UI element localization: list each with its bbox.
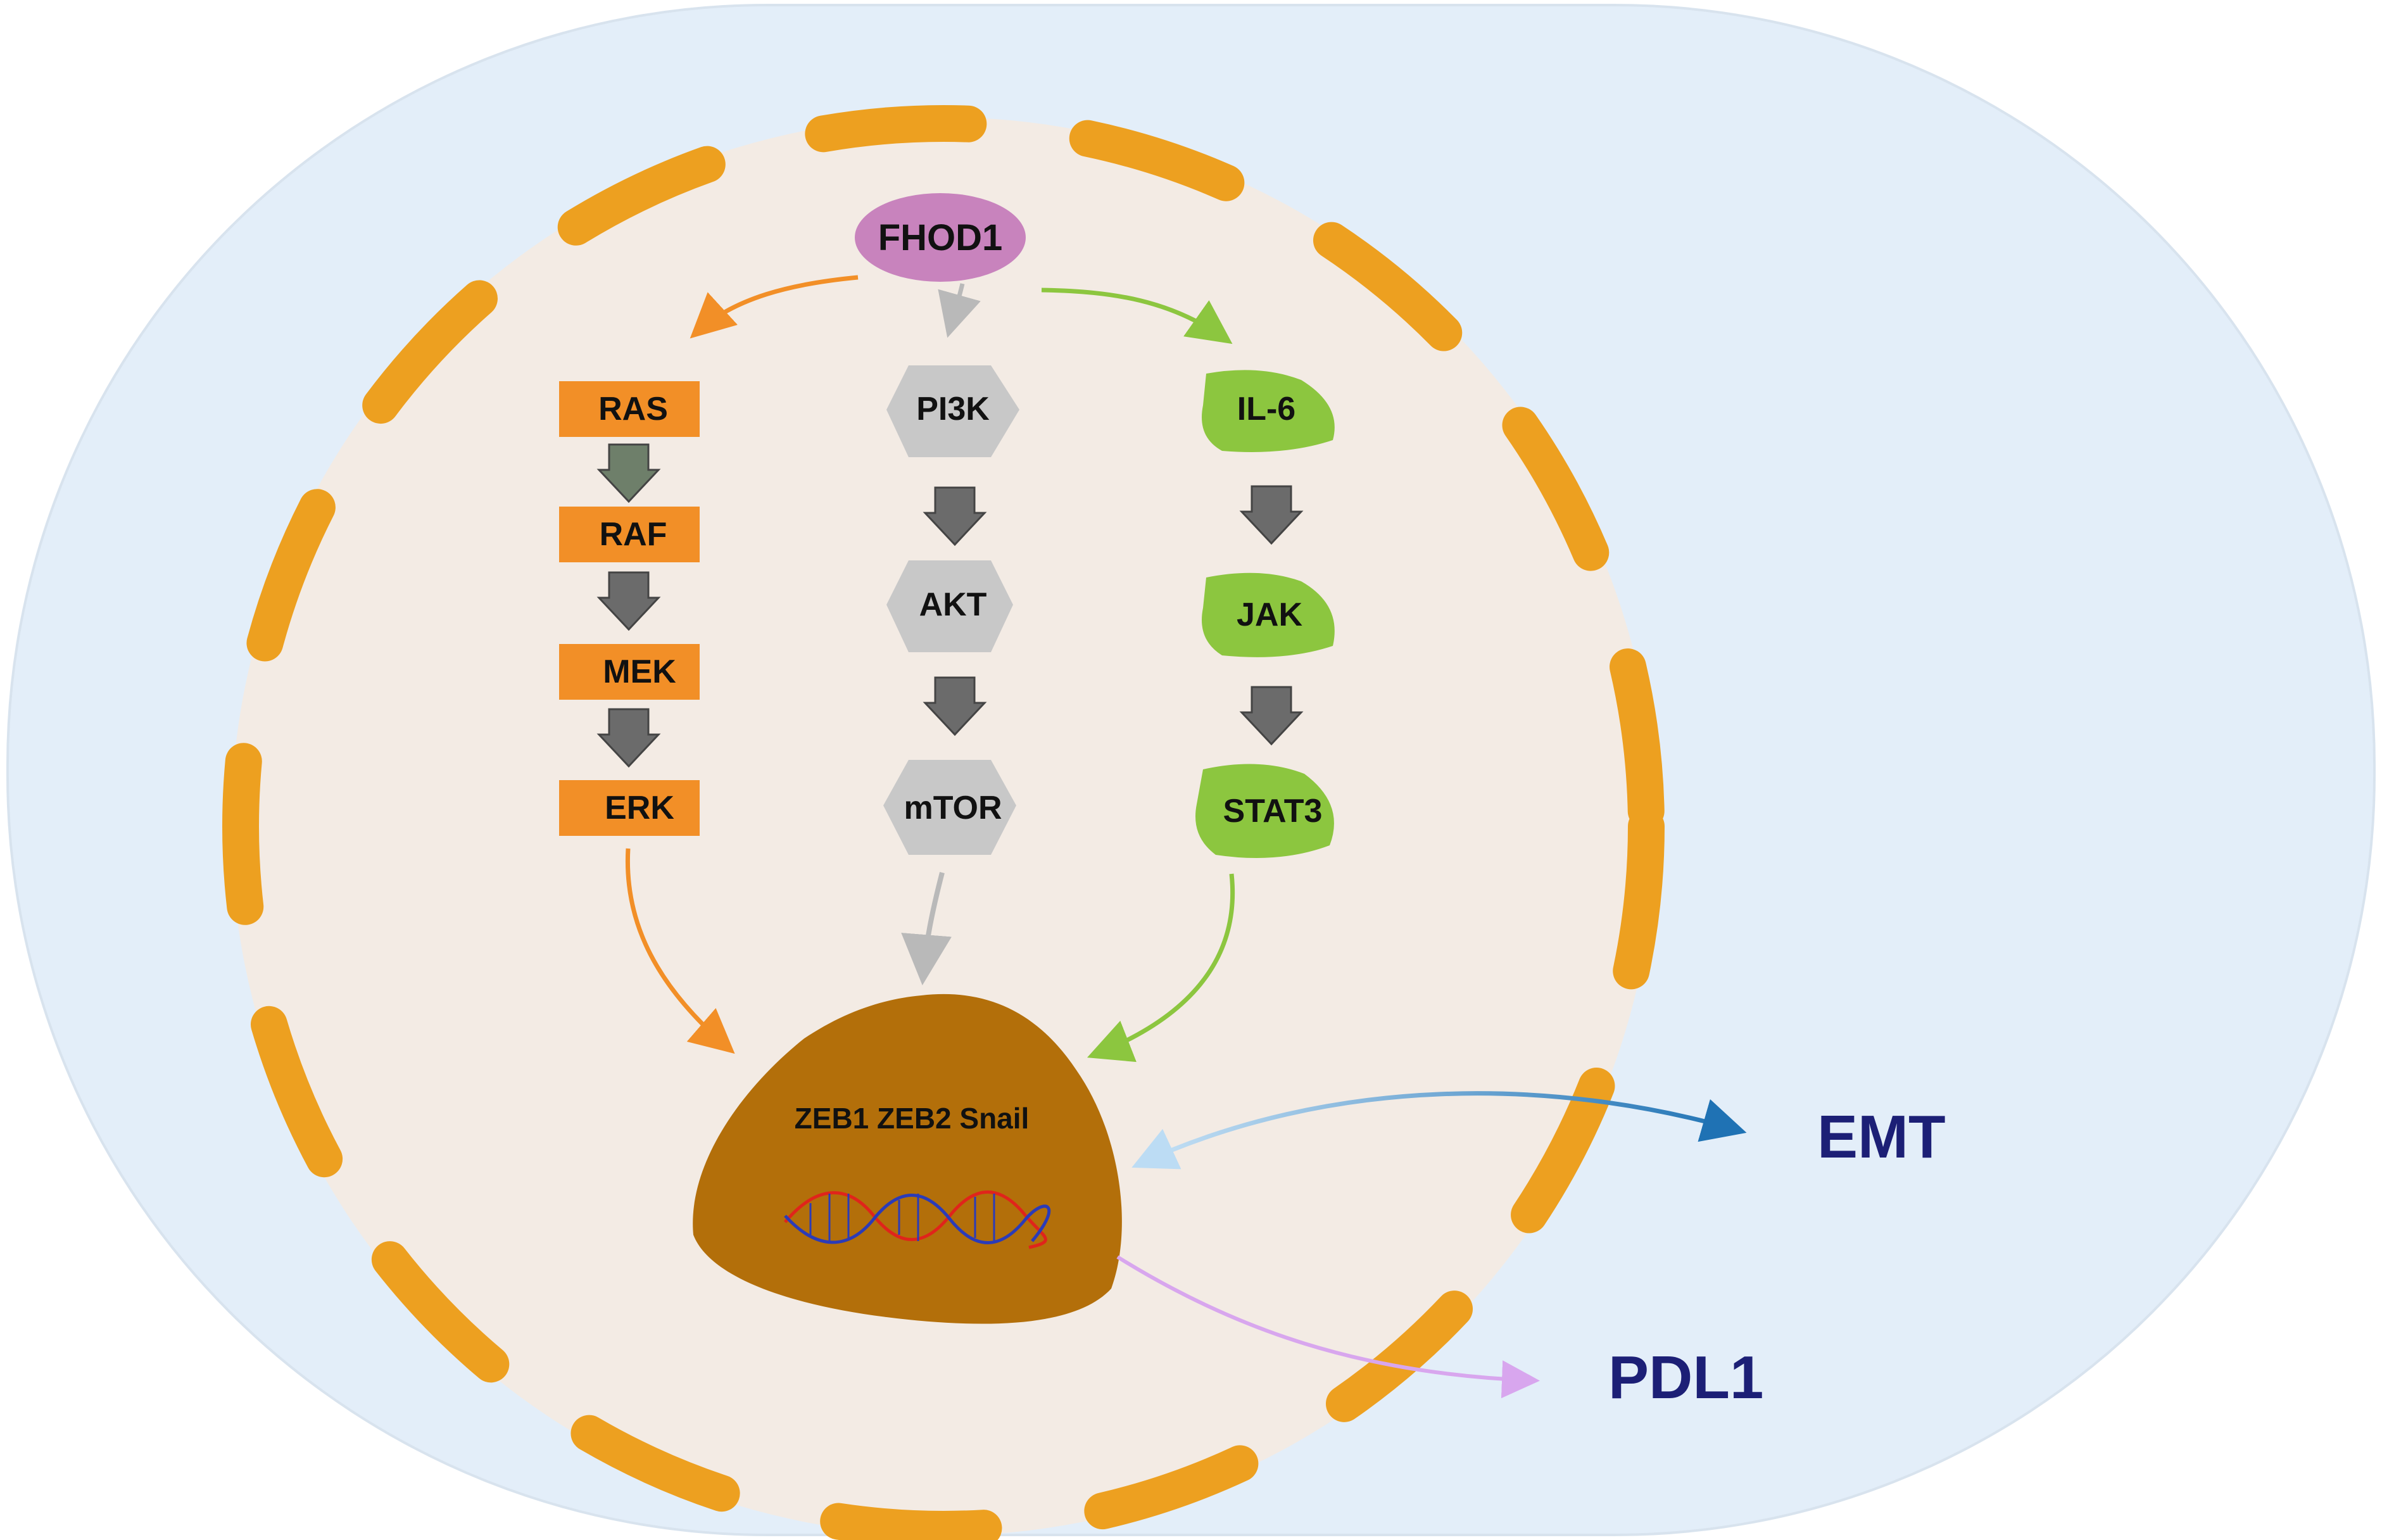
mek-label: MEK	[603, 653, 676, 690]
transcription-factors-label: ZEB1 ZEB2 Snail	[795, 1102, 1030, 1135]
raf-node: RAF	[559, 507, 700, 562]
emt-arrow	[1131, 1091, 1747, 1170]
jak-node: JAK	[1202, 572, 1335, 657]
ras-label: RAS	[598, 391, 668, 427]
dna-helix-icon	[784, 1190, 1051, 1249]
fhod1-label: FHOD1	[878, 217, 1003, 258]
il6-label: IL-6	[1237, 391, 1295, 427]
akt-label: AKT	[919, 586, 987, 623]
transcription-core: ZEB1 ZEB2 Snail	[693, 994, 1122, 1324]
fhod1-to-ras-arrow	[690, 275, 859, 339]
pi3k-node: PI3K	[886, 365, 1019, 457]
jak-to-stat3-arrow	[1239, 686, 1304, 746]
nuclear-membrane	[222, 105, 1665, 1540]
stat3-node: STAT3	[1195, 764, 1334, 858]
erk-node: ERK	[559, 780, 700, 836]
fhod1-to-pi3k-arrow	[938, 283, 981, 338]
pi3k-label: PI3K	[916, 391, 990, 427]
raf-to-mek-arrow	[596, 571, 661, 631]
akt-node: AKT	[886, 560, 1013, 652]
pi3k-to-akt-arrow	[923, 486, 987, 546]
transcription-core-shape	[693, 994, 1122, 1324]
il6-pathway: IL-6 JAK STAT3	[1195, 370, 1335, 858]
ras-pathway: RAS RAF MEK ERK	[559, 381, 700, 836]
mtor-node: mTOR	[883, 760, 1016, 855]
raf-label: RAF	[600, 516, 667, 553]
erk-label: ERK	[605, 790, 674, 826]
ras-node: RAS	[559, 381, 700, 437]
mtor-label: mTOR	[904, 790, 1002, 826]
il6-node: IL-6	[1202, 370, 1335, 452]
il6-to-jak-arrow	[1239, 485, 1304, 545]
pi3k-pathway: PI3K AKT mTOR	[883, 365, 1019, 855]
pdl1-label: PDL1	[1608, 1344, 1763, 1411]
pdl1-arrow	[1116, 1255, 1540, 1399]
mek-node: MEK	[559, 644, 700, 700]
jak-label: JAK	[1237, 596, 1302, 633]
erk-to-nucleus-arrow	[625, 848, 735, 1054]
stat3-to-nucleus-arrow	[1087, 873, 1235, 1063]
mek-to-erk-arrow	[596, 708, 661, 768]
fhod1-node: FHOD1	[855, 193, 1026, 282]
fhod1-to-il6-arrow	[1041, 287, 1233, 344]
akt-to-mtor-arrow	[923, 676, 987, 736]
stat3-label: STAT3	[1223, 793, 1323, 830]
mtor-to-nucleus-arrow	[901, 872, 952, 985]
emt-label: EMT	[1817, 1103, 1946, 1171]
ras-to-raf-arrow	[596, 443, 661, 503]
